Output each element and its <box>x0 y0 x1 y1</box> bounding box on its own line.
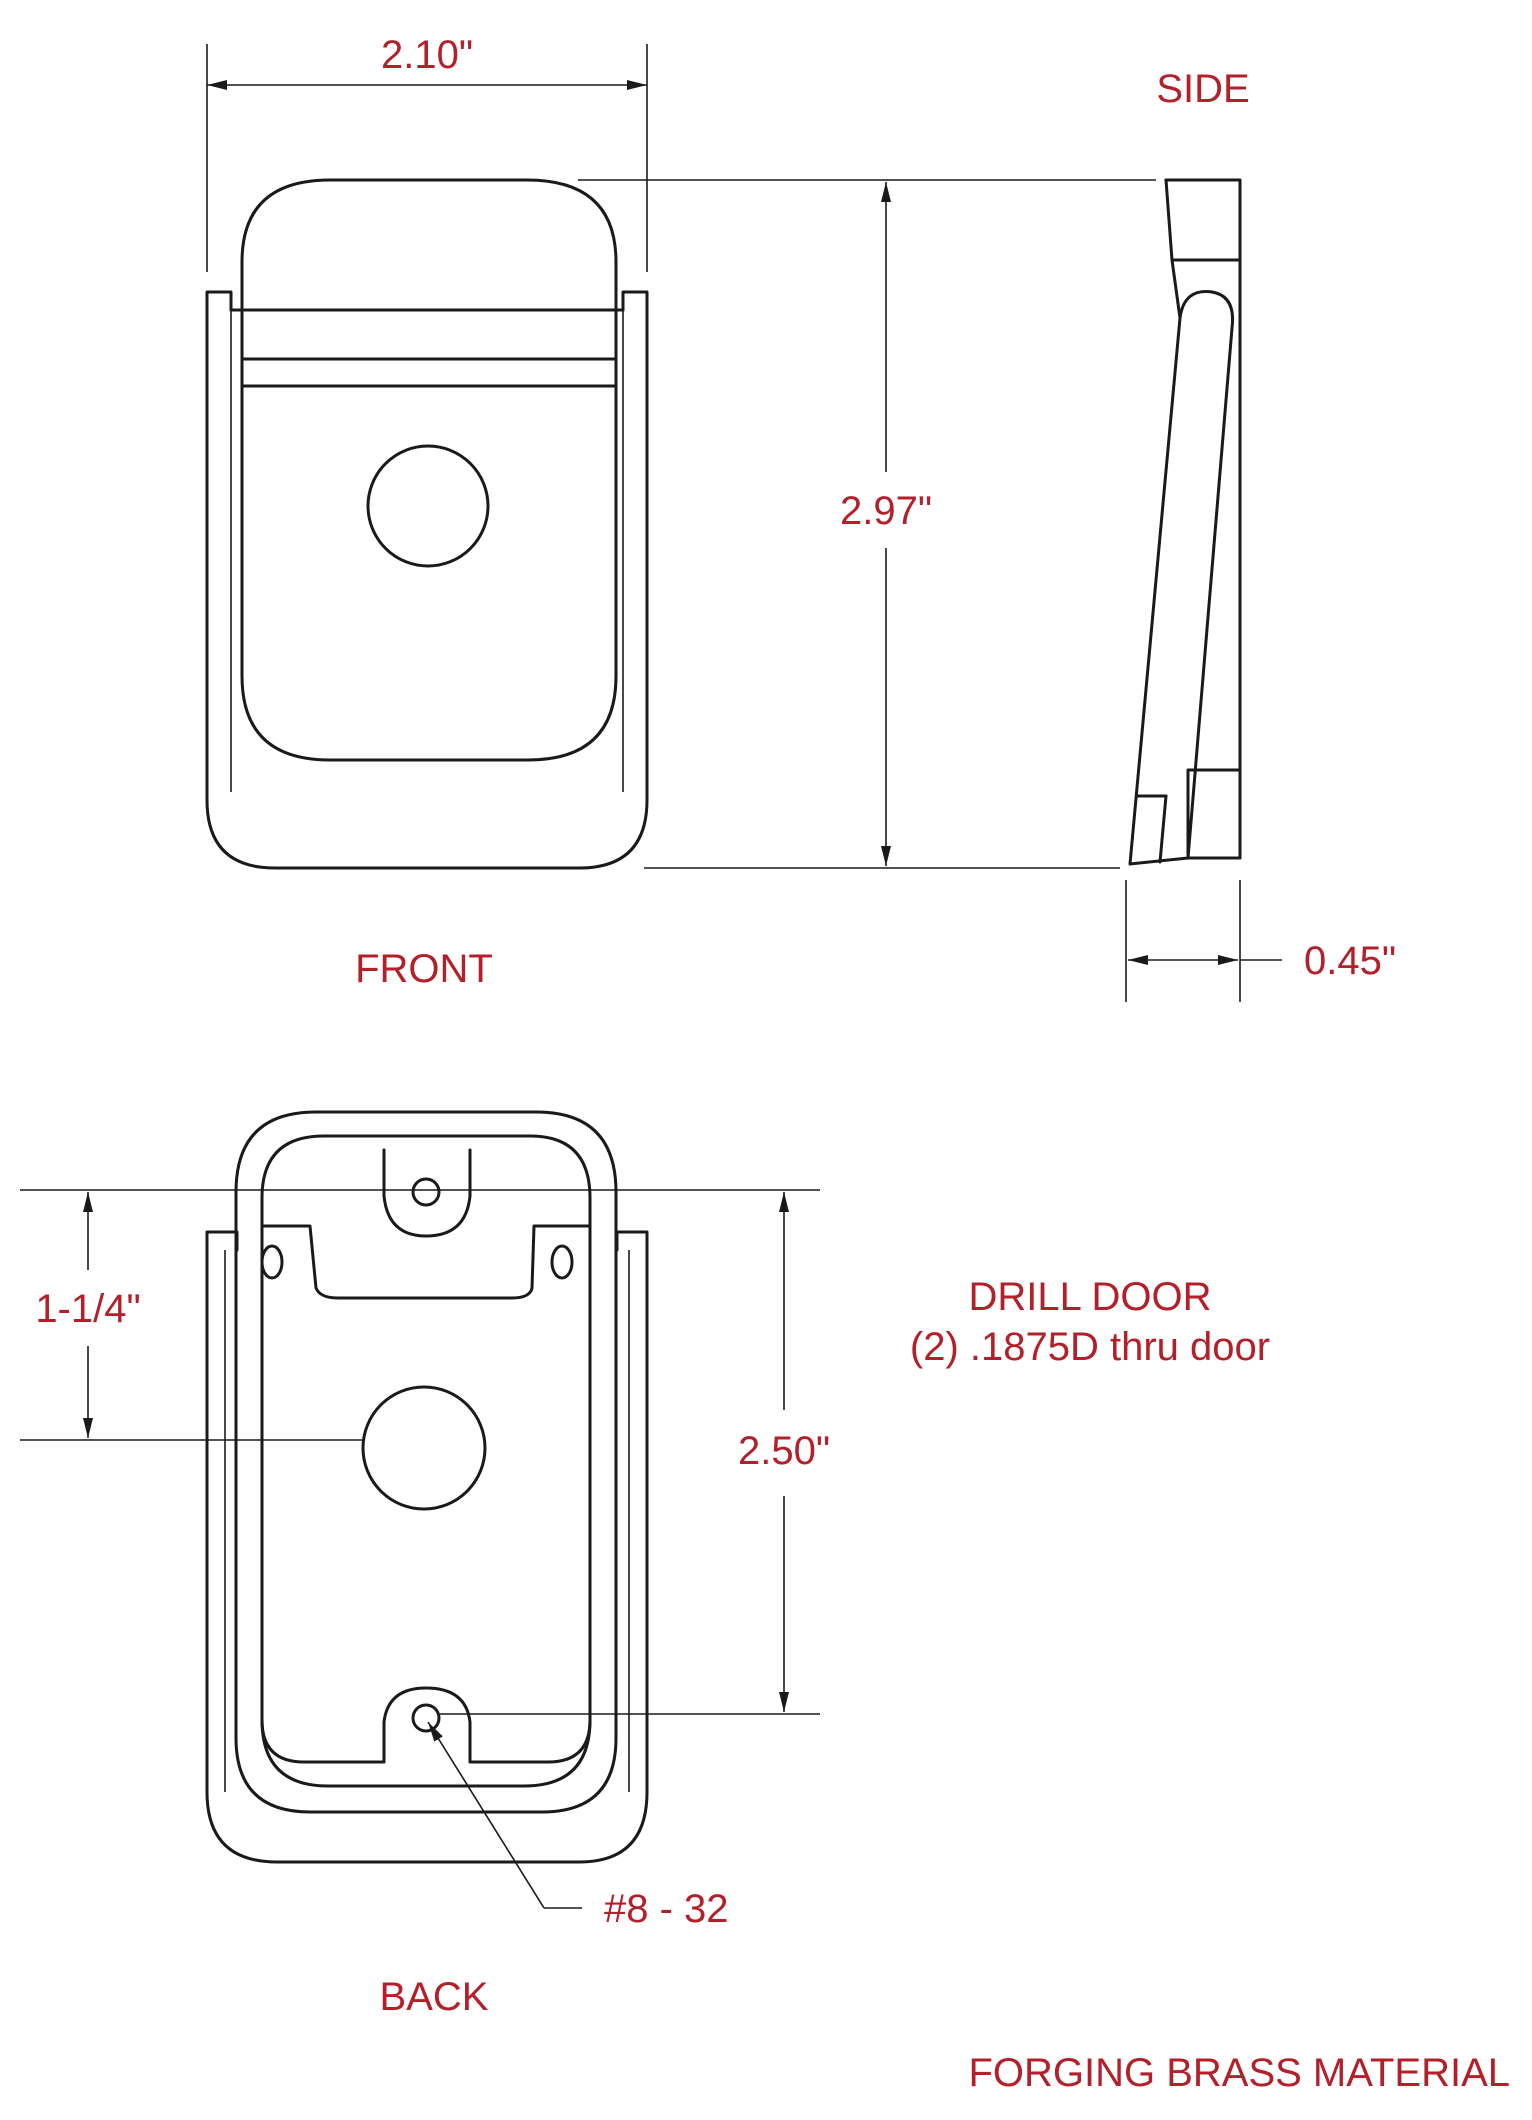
front-backplate-outline <box>205 290 649 870</box>
side-plate-top <box>1164 178 1242 262</box>
dim-side-depth: 0.45" <box>1125 880 1396 1002</box>
back-bottom-screw-hole <box>411 1703 441 1733</box>
dim-front-width: 2.10" <box>206 33 648 272</box>
side-plate-edge <box>1170 258 1182 320</box>
dim-back-hole-offset: 1-1/4" <box>20 1189 820 1441</box>
back-top-notch <box>382 1148 472 1238</box>
side-view-label: SIDE <box>1156 67 1249 111</box>
front-knocker-outline <box>240 178 618 762</box>
material-note: FORGING BRASS MATERIAL <box>968 2051 1510 2095</box>
drill-note-line2: (2) .1875D thru door <box>910 1325 1270 1369</box>
side-view <box>1128 178 1242 866</box>
back-hinge-pin-right <box>550 1244 574 1280</box>
back-plate-outline <box>205 1230 649 1864</box>
drill-note-line1: DRILL DOOR <box>968 1275 1211 1319</box>
dim-offset-label: 1-1/4" <box>35 1287 140 1331</box>
dim-height-label: 2.97" <box>840 489 932 533</box>
thread-callout: #8 - 32 <box>427 1721 729 1931</box>
side-knocker-outline <box>1128 290 1235 866</box>
side-plate-outline <box>1164 178 1242 860</box>
dim-back-hole-spacing: 2.50" <box>440 1192 830 1715</box>
back-view <box>205 1110 649 1864</box>
dim-depth-label: 0.45" <box>1304 939 1396 983</box>
front-view-label: FRONT <box>355 947 493 991</box>
side-knocker-foot-edge <box>1158 794 1168 864</box>
back-knocker-ring-outer <box>234 1110 618 1814</box>
dim-overall-height: 2.97" <box>578 179 1156 869</box>
back-strike-button <box>361 1385 487 1511</box>
back-top-screw-hole <box>411 1177 441 1207</box>
back-mounting-plate <box>260 1224 592 1764</box>
dim-front-width-label: 2.10" <box>381 33 473 77</box>
front-strike-button <box>366 444 490 568</box>
thread-leader-line <box>427 1721 545 1909</box>
back-hinge-pin-left <box>260 1244 284 1280</box>
front-view <box>205 178 649 870</box>
back-view-label: BACK <box>380 1975 489 2019</box>
thread-callout-label: #8 - 32 <box>604 1887 729 1931</box>
dim-spacing-label: 2.50" <box>738 1429 830 1473</box>
